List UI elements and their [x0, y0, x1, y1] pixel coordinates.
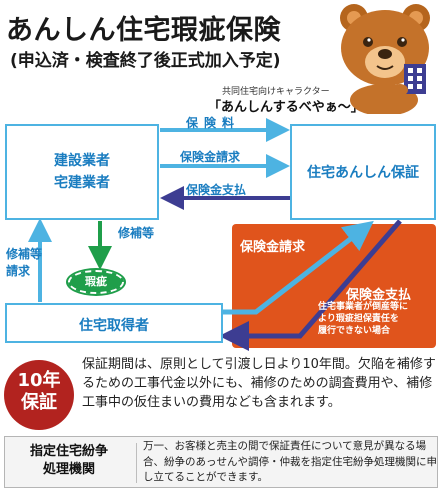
realtor-label: 宅建業者: [54, 175, 110, 191]
page-title: あんしん住宅瑕疵保険: [6, 15, 281, 46]
warranty-badge: 10年 保証: [4, 360, 74, 430]
character-caption: 共同住宅向けキャラクター: [222, 87, 330, 97]
repair-label: 修補等: [118, 226, 155, 240]
builder-label: 建設業者: [54, 153, 110, 169]
builder-box: 建設業者 宅建業者: [5, 124, 159, 220]
bear-mascot-icon: [340, 4, 430, 114]
direct-payment-arrow: [219, 219, 402, 351]
warranty-badge-label: 保証: [21, 392, 57, 413]
repair-claim-label: 修補等 請求: [6, 247, 43, 278]
defect-badge: 瑕疵: [66, 268, 126, 296]
premium-label: 保険料: [186, 116, 241, 130]
dispute-agency-description: 万一、お客様と売主の間で保証責任について意見が異なる場合、紛争のあっせんや調停・…: [143, 440, 437, 483]
character-name: 「あんしんするべやぁ～」: [208, 100, 364, 115]
page-subtitle: (申込済・検査終了後正式加入予定): [10, 51, 281, 71]
direct-claim-arrow: [223, 220, 374, 315]
direct-payment-note: 住宅事業者が倒産等に より瑕疵担保責任を 履行できない場合: [318, 302, 409, 336]
divider: [136, 443, 137, 483]
insurer-box: 住宅あんしん保証: [290, 124, 436, 220]
buyer-box: 住宅取得者: [5, 303, 223, 343]
direct-claim-label: 保険金請求: [240, 240, 306, 255]
warranty-badge-years: 10年: [17, 370, 61, 391]
payment-label: 保険金支払: [186, 183, 247, 197]
direct-payment-label: 保険金支払: [346, 288, 412, 303]
claim-label: 保険金請求: [180, 150, 241, 164]
warranty-description: 保証期間は、原則として引渡し日より10年間。欠陥を補修するための工事代金以外にも…: [82, 357, 436, 410]
dispute-agency-title: 指定住宅紛争 処理機関: [29, 444, 108, 477]
dispute-agency-box: 指定住宅紛争 処理機関 万一、お客様と売主の間で保証責任について意見が異なる場合…: [4, 436, 438, 488]
direct-payment-panel: [232, 224, 436, 348]
